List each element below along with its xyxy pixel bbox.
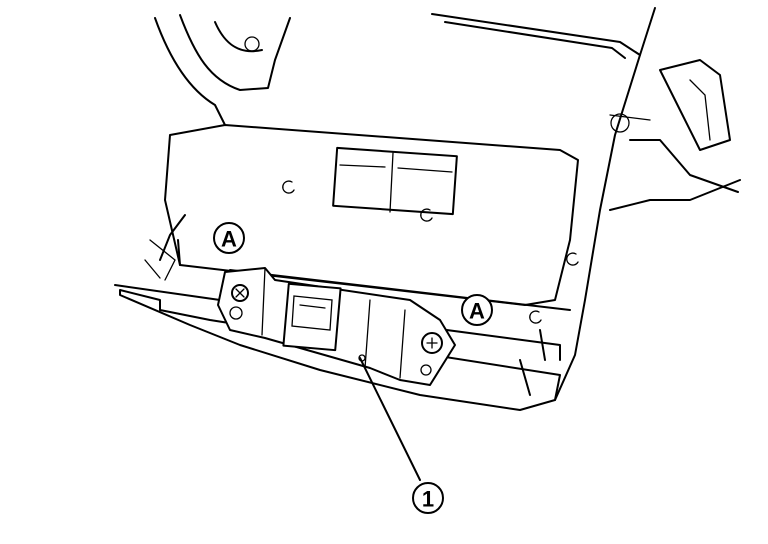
console-frame xyxy=(154,7,741,401)
callout-a-right-label: A xyxy=(469,299,485,324)
callout-part-1-label: 1 xyxy=(422,487,434,512)
callout-a-left: A xyxy=(213,222,245,254)
callout-part-1: 1 xyxy=(412,482,444,514)
main-unit xyxy=(144,124,579,324)
switch-bracket xyxy=(217,267,456,386)
callout-a-right: A xyxy=(461,294,493,326)
leader-line xyxy=(359,357,421,481)
callout-a-left-label: A xyxy=(221,227,237,252)
